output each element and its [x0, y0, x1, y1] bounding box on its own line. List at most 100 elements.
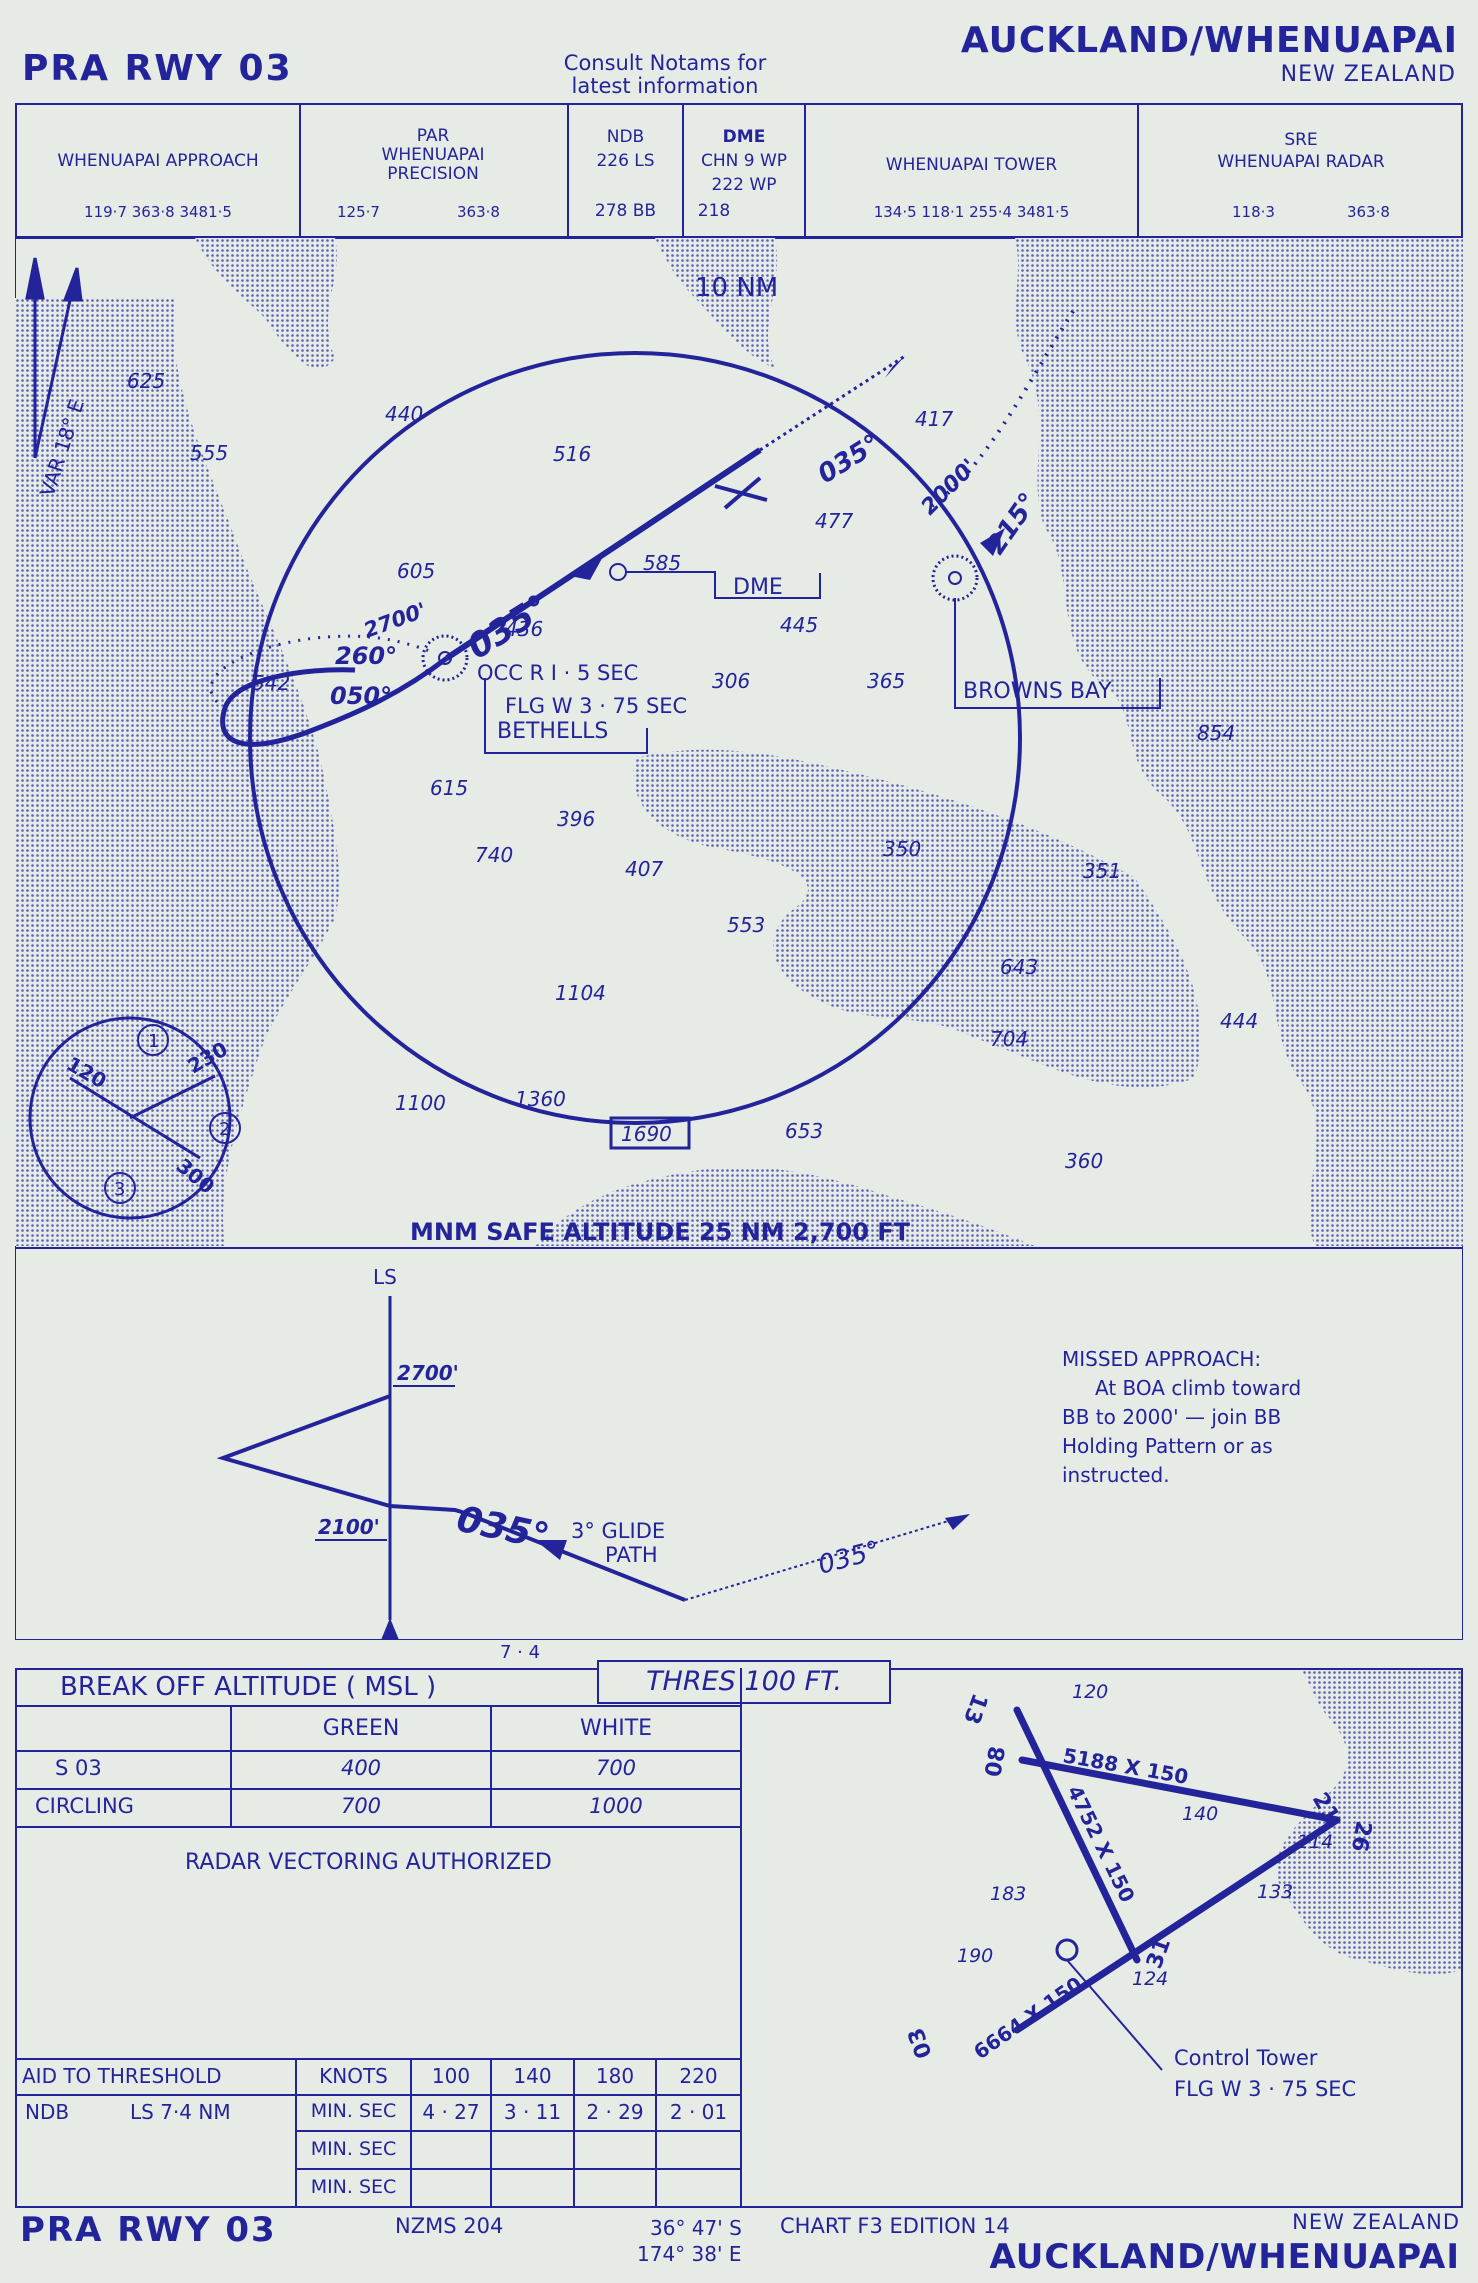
- spot-height: 653: [785, 1119, 823, 1143]
- comm-approach-freqs: 119·7 363·8 3481·5: [84, 203, 232, 221]
- sector-1: 1: [148, 1031, 159, 1052]
- profile-view: LS 2700' 2100' 035° 3° GLIDE PATH 035° M…: [15, 1248, 1463, 1640]
- missed-l4: instructed.: [1062, 1463, 1170, 1487]
- rwy-13: 13: [958, 1690, 992, 1727]
- spot-height: 585: [643, 551, 681, 575]
- timing-knots: KNOTS: [319, 2064, 388, 2088]
- ndb-ls-icon: [421, 634, 469, 682]
- profile-course: 035°: [453, 1499, 553, 1558]
- spot-height: 396: [557, 807, 595, 831]
- missed-l2: BB to 2000' — join BB: [1062, 1405, 1281, 1429]
- browns-bay-box: [954, 598, 1161, 709]
- rwy-26: 26: [1346, 1819, 1376, 1854]
- range-ring: [248, 351, 1022, 1125]
- country-name: NEW ZEALAND: [1280, 62, 1456, 87]
- spot-height: 704: [990, 1027, 1028, 1051]
- spot-heights: 625 555 440 516 417 477 605 585 436 445 …: [127, 369, 1258, 1173]
- footer-country: NEW ZEALAND: [1292, 2210, 1460, 2234]
- ad-height-133: 133: [1257, 1881, 1293, 1903]
- radar-vectoring: RADAR VECTORING AUTHORIZED: [185, 1850, 552, 1875]
- hauraki-gulf: [1015, 238, 1463, 1246]
- time-140: 3 · 11: [503, 2100, 562, 2124]
- comm-precision-f1: 125·7: [337, 203, 380, 221]
- rwy-31: 31: [1142, 1935, 1176, 1972]
- dme-box: [625, 571, 821, 599]
- footer-airport: AUCKLAND/WHENUAPAI: [989, 2237, 1460, 2277]
- spot-height: 417: [915, 407, 953, 431]
- comm-precision-l3: PRECISION: [387, 164, 479, 184]
- footer-procedure: PRA RWY 03: [20, 2210, 277, 2250]
- outbound-arrow-icon: [885, 356, 905, 378]
- time-100: 4 · 27: [422, 2100, 480, 2124]
- notams-line-1: Consult Notams for: [563, 51, 767, 75]
- spot-height: 306: [712, 669, 750, 693]
- browns-bay-label: BROWNS BAY: [963, 679, 1112, 704]
- spot-height: 1360: [515, 1087, 566, 1111]
- ad-height-124: 124: [1132, 1968, 1168, 1990]
- missed-l1: At BOA climb toward: [1095, 1376, 1301, 1400]
- spot-height: 615: [430, 776, 468, 800]
- notams-note: Consult Notams for latest information: [520, 52, 810, 98]
- spot-height: 854: [1197, 721, 1235, 745]
- comm-sre-f2: 363·8: [1347, 203, 1390, 221]
- footer-chart: CHART F3 EDITION 14: [780, 2214, 1010, 2238]
- control-tower-icon: [1055, 1938, 1079, 1962]
- spot-height: 365: [867, 669, 905, 693]
- inbound-arrow-icon: [570, 553, 605, 580]
- row-s03-label: S 03: [55, 1756, 102, 1780]
- comm-tower-freqs: 134·5 118·1 255·4 3481·5: [873, 203, 1070, 221]
- upper-heading: 035°: [813, 429, 886, 490]
- ad-height-120: 120: [1072, 1681, 1108, 1703]
- row-circ-green: 700: [340, 1794, 382, 1818]
- timing-ndb: NDB: [25, 2100, 70, 2124]
- spot-height: 1104: [555, 981, 606, 1005]
- bethells-box: [484, 678, 648, 754]
- sector-2: 2: [219, 1119, 230, 1140]
- missed-l3: Holding Pattern or as: [1062, 1434, 1273, 1458]
- profile-arrow-icon: [535, 1540, 567, 1560]
- spot-height: 445: [780, 613, 818, 637]
- col-green: GREEN: [322, 1716, 400, 1741]
- comm-ndb-row2: 278 BB: [594, 201, 657, 221]
- spot-height: 740: [475, 843, 513, 867]
- footer-lat: 36° 47' S: [650, 2216, 742, 2240]
- harbour-water: [1276, 1670, 1461, 1975]
- inlet-north: [655, 238, 778, 368]
- speed-180: 180: [595, 2064, 635, 2088]
- plan-view: VAR 18° E 10 NM BROWNS BAY BETHELLS DME …: [15, 238, 1463, 1248]
- ad-height-190: 190: [957, 1945, 993, 1967]
- comms-strip: WHENUAPAI APPROACH 119·7 363·8 3481·5 PA…: [15, 103, 1463, 238]
- speed-140: 140: [513, 2064, 552, 2088]
- speed-100: 100: [431, 2064, 471, 2088]
- spot-height: 516: [553, 442, 591, 466]
- tasman-sea: [15, 298, 340, 1246]
- approach-track: [209, 306, 1077, 747]
- profile-glide-1: 3° GLIDE: [571, 1519, 665, 1543]
- spot-height: 625: [127, 369, 165, 393]
- comm-sre: SRE WHENUAPAI RADAR: [1139, 129, 1463, 173]
- comm-precision: PAR WHENUAPAI PRECISION: [299, 127, 567, 184]
- waitemata-harbour: [633, 749, 1201, 1088]
- dim-3: 6664 X 150: [969, 1972, 1087, 2064]
- comm-approach-name: WHENUAPAI APPROACH: [57, 151, 259, 171]
- ad-height-114: 114: [1297, 1831, 1333, 1853]
- minsec-2: MIN. SEC: [310, 2138, 397, 2160]
- spot-height: 643: [1000, 955, 1038, 979]
- rwy-03: 03: [904, 2024, 938, 2061]
- profile-glide-2: PATH: [605, 1543, 658, 1567]
- ls-marker-icon: [381, 1618, 399, 1640]
- row-s03-green: 400: [340, 1756, 382, 1780]
- row-circ-label: CIRCLING: [35, 1794, 134, 1818]
- profile-ls: LS: [373, 1265, 397, 1289]
- spot-height: 407: [625, 857, 663, 881]
- north-arrow-icon: [25, 257, 83, 459]
- dme-icon: [609, 563, 627, 581]
- thres-box: THRES 100 FT.: [597, 1660, 891, 1704]
- spot-height: 555: [190, 441, 228, 465]
- occ-light-label: OCC R I · 5 SEC: [477, 661, 638, 685]
- hold-arrow-icon: [980, 528, 1005, 556]
- profile-track: [216, 1394, 686, 1602]
- obstacle-box: [609, 1116, 691, 1150]
- spot-height: 350: [883, 837, 921, 861]
- spot-height: 553: [727, 913, 765, 937]
